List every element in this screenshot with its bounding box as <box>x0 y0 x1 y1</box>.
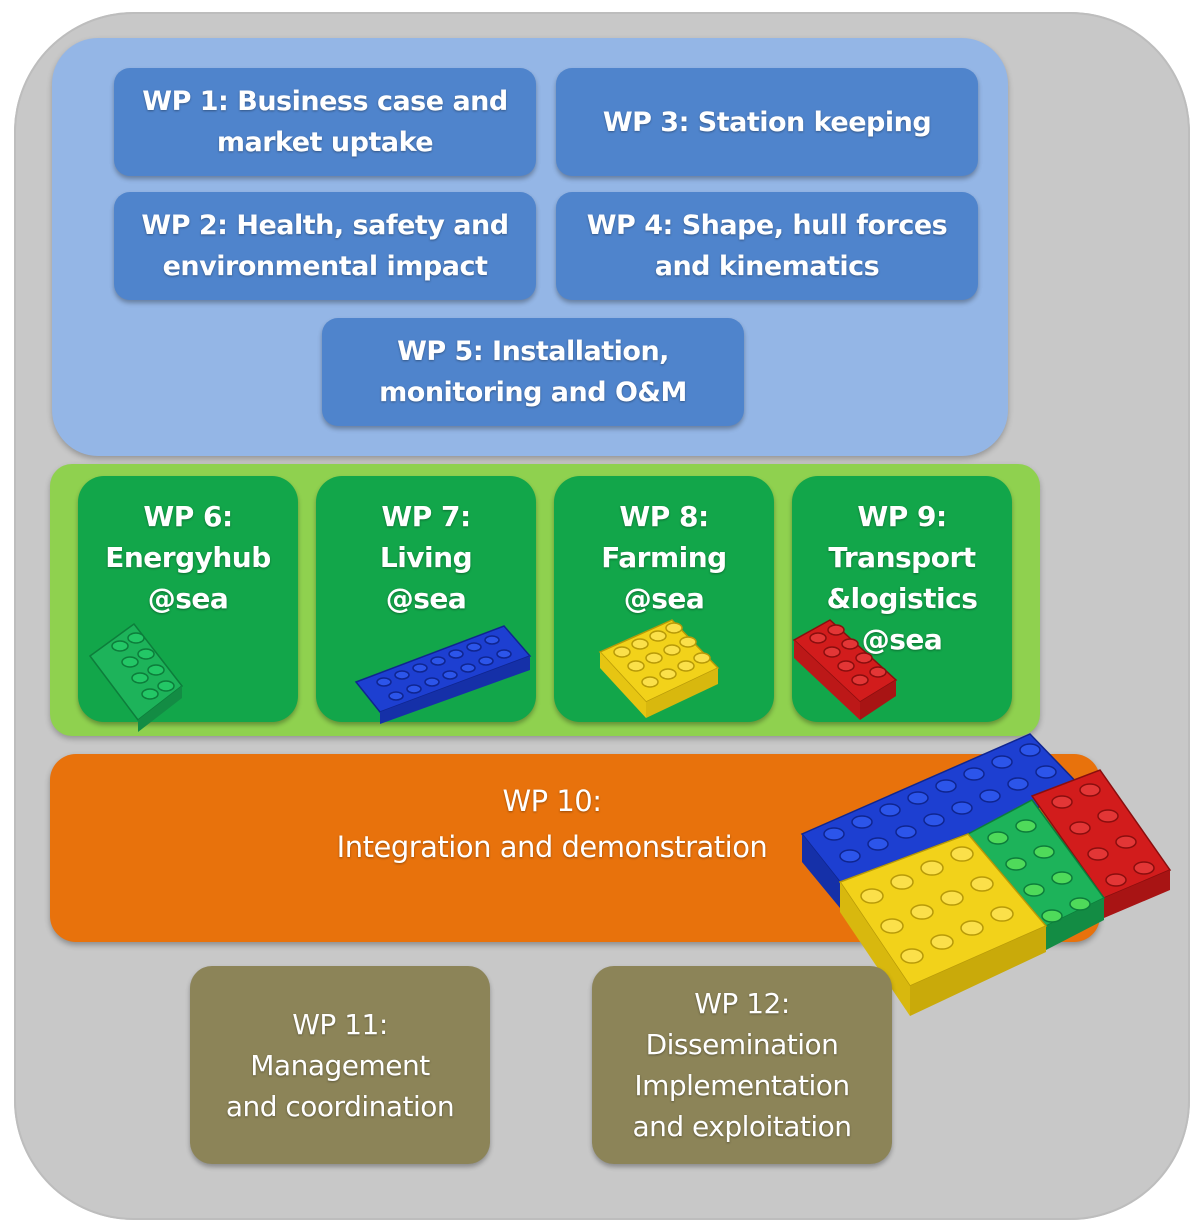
wp3-box: WP 3: Station keeping <box>556 68 978 176</box>
wp9-line2: Transport <box>828 541 976 574</box>
red-brick-icon <box>792 619 898 720</box>
green-brick-icon <box>88 622 184 732</box>
wp4-line1: WP 4: Shape, hull forces <box>586 210 948 241</box>
wp12-line3: Implementation <box>634 1069 850 1102</box>
wp7-line3: @sea <box>385 582 467 615</box>
wp6-line2: Energyhub <box>105 541 271 574</box>
wp8-line1: WP 8: <box>619 500 709 533</box>
wp9-line1: WP 9: <box>857 500 947 533</box>
wp12-line4: and exploitation <box>632 1110 852 1143</box>
wp11-line1: WP 11: <box>292 1007 388 1041</box>
wp12-box: WP 12: Dissemination Implementation and … <box>592 966 892 1164</box>
wp11-line3: and coordination <box>225 1089 455 1123</box>
wp8-line3: @sea <box>623 582 705 615</box>
wp9-line4: @sea <box>861 623 943 656</box>
wp1-line1: WP 1: Business case and <box>142 86 508 117</box>
wp6-line3: @sea <box>147 582 229 615</box>
wp2-box: WP 2: Health, safety and environmental i… <box>114 192 536 300</box>
wp11-line2: Management <box>250 1048 430 1082</box>
wp7-line2: Living <box>379 541 473 574</box>
wp10-line1: WP 10: <box>502 784 602 818</box>
wp6-line1: WP 6: <box>143 500 233 533</box>
blue-brick-icon <box>354 625 532 724</box>
wp11-box: WP 11: Management and coordination <box>190 966 490 1164</box>
wp12-line2: Dissemination <box>645 1028 839 1061</box>
wp4-line2: and kinematics <box>654 251 880 282</box>
wp2-line2: environmental impact <box>162 251 488 282</box>
wp7-line1: WP 7: <box>381 500 471 533</box>
yellow-brick-icon <box>598 619 720 718</box>
wp8-line2: Farming <box>601 541 727 574</box>
wp5-box: WP 5: Installation, monitoring and O&M <box>322 318 744 426</box>
wp5-line2: monitoring and O&M <box>379 377 687 408</box>
wp12-line1: WP 12: <box>694 987 790 1020</box>
assembled-bricks-icon <box>800 733 1172 1016</box>
wp4-box: WP 4: Shape, hull forces and kinematics <box>556 192 978 300</box>
wp5-line1: WP 5: Installation, <box>397 336 669 367</box>
wp9-line3: &logistics <box>826 582 978 615</box>
wp10-line2: Integration and demonstration <box>336 830 768 864</box>
wp2-line1: WP 2: Health, safety and <box>141 210 509 241</box>
wp1-box: WP 1: Business case and market uptake <box>114 68 536 176</box>
wp3-line1: WP 3: Station keeping <box>602 106 932 138</box>
wp1-line2: market uptake <box>216 127 434 158</box>
